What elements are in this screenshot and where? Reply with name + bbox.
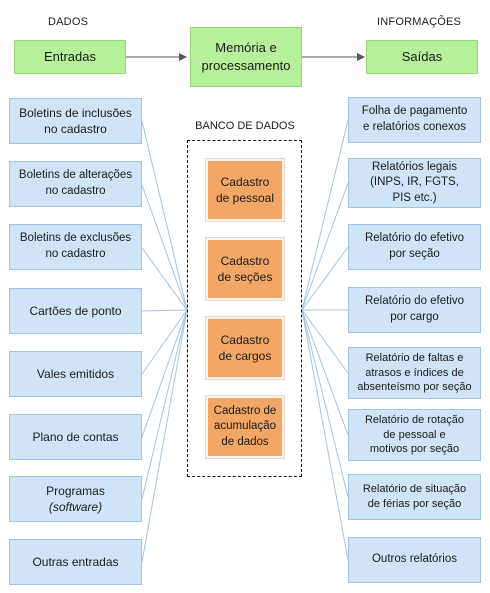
output-line2: por cargo [390,311,439,323]
output-line1: Relatório do efetivo [364,295,465,308]
db-cadastro-acumulacao: Cadastro de acumulação de dados [205,395,285,459]
saidas-box: Saídas [366,40,478,74]
input-line1: Boletins de inclusões [19,105,132,120]
db-item-line1: Cadastro [220,332,270,347]
db-item-line2: de pessoal [215,191,275,205]
output-line2: atrasos e índices de [365,366,464,379]
db-item-line2: acumulação [213,420,276,433]
output-connectors [301,119,349,561]
output-folha-pagamento: Folha de pagamento e relatórios conexos [348,97,481,143]
output-line1: Relatório do efetivo [364,232,465,245]
output-line1: Relatório de faltas e [365,351,464,364]
db-item-line1: Cadastro [220,174,270,189]
input-line1: Programas [46,483,105,498]
input-connector-8 [141,309,188,563]
input-connector-1 [141,120,188,311]
db-item-line3: de dados [221,435,269,448]
output-connector-6 [301,309,349,436]
input-line2: no cadastro [45,185,106,197]
output-outros-relatorios: Outros relatórios [348,537,481,583]
db-item-line2: de cargos [218,349,272,363]
input-connector-7 [141,309,188,500]
output-line1: Relatórios legais [371,160,457,173]
input-boletins-inclusoes: Boletins de inclusões no cadastro [9,98,142,144]
output-rotacao-pessoal: Relatório de rotação de pessoal e motivo… [348,409,481,461]
entradas-label: Entradas [43,49,97,65]
output-line3: absenteísmo por seção [357,381,472,394]
banco-de-dados-container [187,140,302,477]
db-cadastro-cargos: Cadastro de cargos [205,316,285,380]
output-line1: Outros relatórios [371,553,457,566]
input-connector-3 [141,247,188,311]
input-line1: Boletins de exclusões [19,232,132,245]
output-line2: (INPS, IR, FGTS, [370,176,459,189]
memoria-label-line1: Memória e [215,40,277,56]
db-item-line1: Cadastro [220,253,270,268]
input-line2: no cadastro [44,122,107,136]
output-line1: Relatório de situação [362,483,467,496]
input-connector-4 [141,309,188,312]
input-connector-2 [141,184,188,311]
output-connector-7 [301,309,349,498]
banco-de-dados-title: BANCO DE DADOS [195,120,295,132]
output-efetivo-cargo: Relatório do efetivo por cargo [348,287,481,333]
output-connector-8 [301,309,349,561]
output-line3: motivos por seção [369,443,460,456]
output-line2: por seção [389,248,440,260]
memoria-label-line2: processamento [201,58,291,73]
input-line1: Outras entradas [32,554,119,569]
output-efetivo-secao: Relatório do efetivo por seção [348,224,481,270]
db-cadastro-secoes: Cadastro de seções [205,237,285,301]
header-dados: DADOS [48,16,89,28]
input-line1: Plano de contas [32,429,119,444]
input-line1: Boletins de alterações [18,169,133,182]
input-line1: Vales emitidos [36,366,115,381]
input-vales-emitidos: Vales emitidos [9,351,142,397]
output-faltas-atrasos: Relatório de faltas e atrasos e índices … [348,347,481,399]
input-connectors [141,120,188,563]
saidas-label: Saídas [401,49,443,65]
input-boletins-alteracoes: Boletins de alterações no cadastro [9,161,142,207]
output-line2: de férias por seção [367,498,462,510]
input-line1: Cartões de ponto [29,303,122,318]
input-connector-5 [141,309,188,375]
output-connector-1 [301,119,349,311]
output-line2: de pessoal e [383,428,446,441]
db-cadastro-pessoal: Cadastro de pessoal [205,158,285,222]
entradas-box: Entradas [14,40,126,74]
output-line1: Folha de pagamento [361,105,468,118]
output-connector-2 [301,182,349,311]
input-outras-entradas: Outras entradas [9,539,142,585]
input-programas: Programas (software) [9,476,142,522]
header-informacoes: INFORMAÇÕES [377,16,462,28]
output-situacao-ferias: Relatório de situação de férias por seçã… [348,474,481,520]
input-cartoes-ponto: Cartões de ponto [9,288,142,334]
output-connector-5 [301,309,349,374]
input-line2: no cadastro [45,248,106,260]
output-line2: e relatórios conexos [363,121,466,133]
db-item-line2: de seções [217,270,273,284]
input-connector-6 [141,309,188,438]
output-line3: PIS etc.) [392,191,437,204]
input-line2: (software) [48,500,103,514]
output-relatorios-legais: Relatórios legais (INPS, IR, FGTS, PIS e… [348,158,481,208]
input-plano-contas: Plano de contas [9,414,142,460]
output-line1: Relatório de rotação [364,413,465,426]
input-boletins-exclusoes: Boletins de exclusões no cadastro [9,224,142,270]
memoria-processamento-box: Memória e processamento [190,27,302,87]
db-item-line1: Cadastro de [213,404,277,417]
output-connector-3 [301,246,349,311]
